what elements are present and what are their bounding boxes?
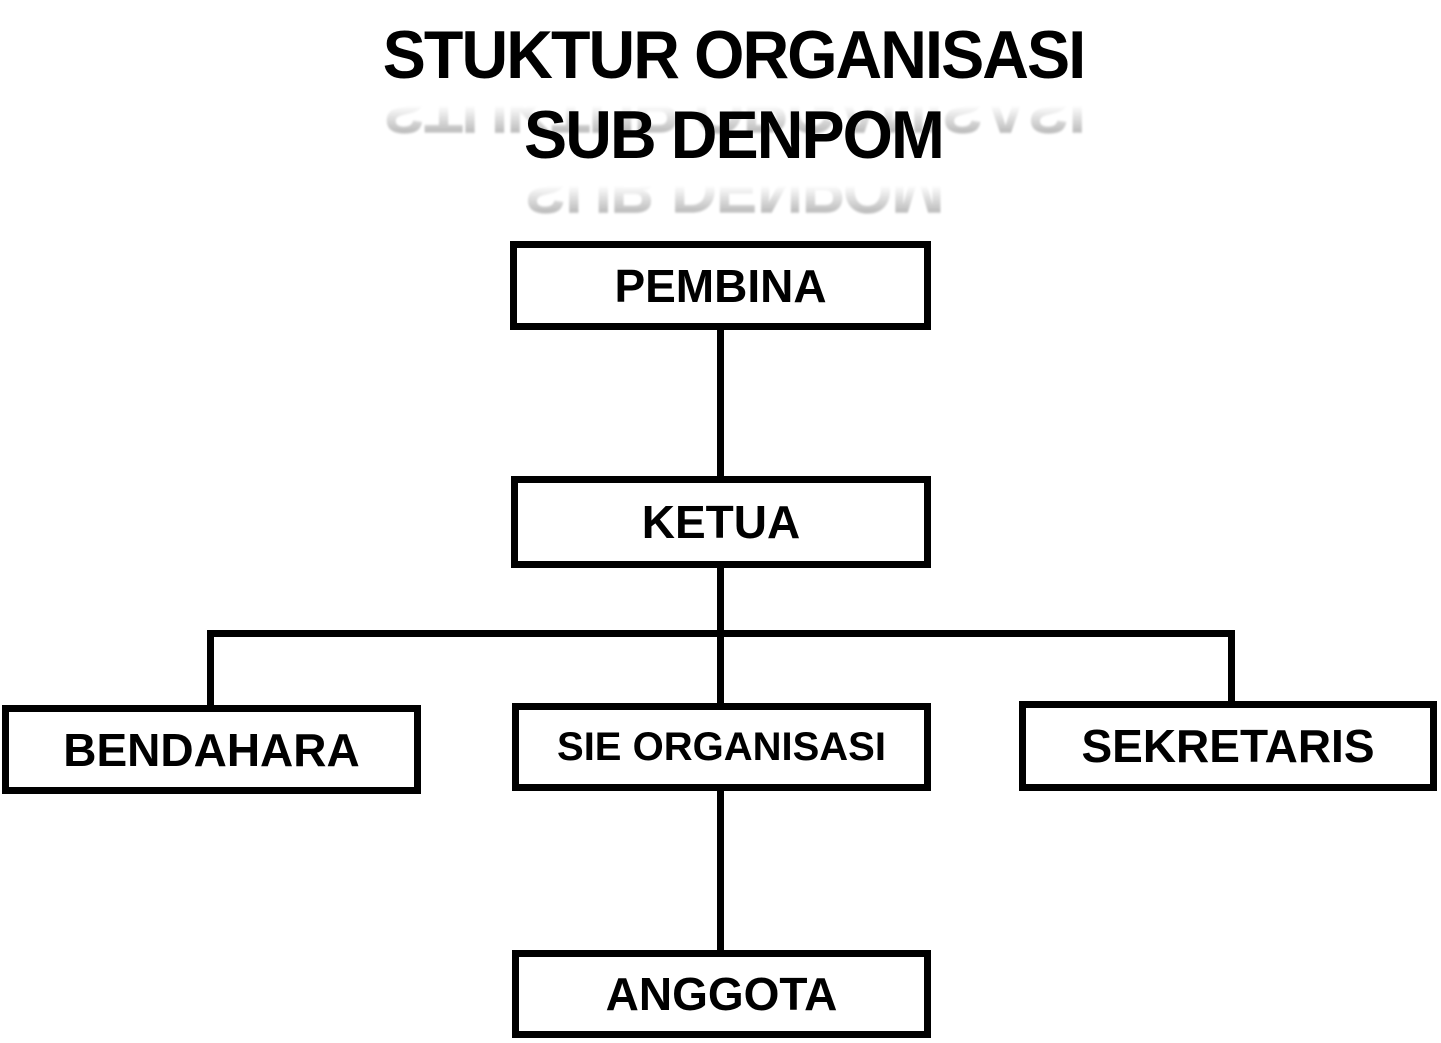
connector-pembina-ketua (717, 328, 724, 478)
connector-horizontal-bar (207, 630, 1235, 637)
org-node-sekretaris-label: SEKRETARIS (1081, 720, 1375, 772)
title-line-1-wrap: STUKTUR ORGANISASI STUKTUR ORGANISASI (61, 15, 1405, 147)
page-title: STUKTUR ORGANISASI STUKTUR ORGANISASI SU… (26, 15, 1441, 227)
org-node-bendahara-label: BENDAHARA (63, 723, 360, 776)
connector-bar-to-sekretaris (1228, 633, 1235, 703)
org-node-ketua-label: KETUA (641, 496, 801, 548)
title-line-2-wrap: SUB DENPOM SUB DENPOM (61, 95, 1405, 227)
connector-bar-to-bendahara (207, 633, 214, 707)
org-node-anggota-label: ANGGOTA (605, 968, 838, 1020)
org-node-sie-organisasi-label: SIE ORGANISASI (557, 724, 886, 769)
title-line-1: STUKTUR ORGANISASI (382, 17, 1086, 93)
org-node-sekretaris: SEKRETARIS (1019, 701, 1437, 791)
org-node-ketua: KETUA (511, 476, 931, 568)
connector-sie-to-anggota (717, 789, 724, 952)
title-line-2: SUB DENPOM (524, 97, 945, 173)
org-node-pembina-label: PEMBINA (614, 259, 827, 312)
org-node-pembina: PEMBINA (510, 241, 931, 330)
org-node-bendahara: BENDAHARA (2, 705, 421, 794)
org-node-anggota: ANGGOTA (512, 950, 931, 1038)
org-node-sie-organisasi: SIE ORGANISASI (512, 703, 931, 791)
